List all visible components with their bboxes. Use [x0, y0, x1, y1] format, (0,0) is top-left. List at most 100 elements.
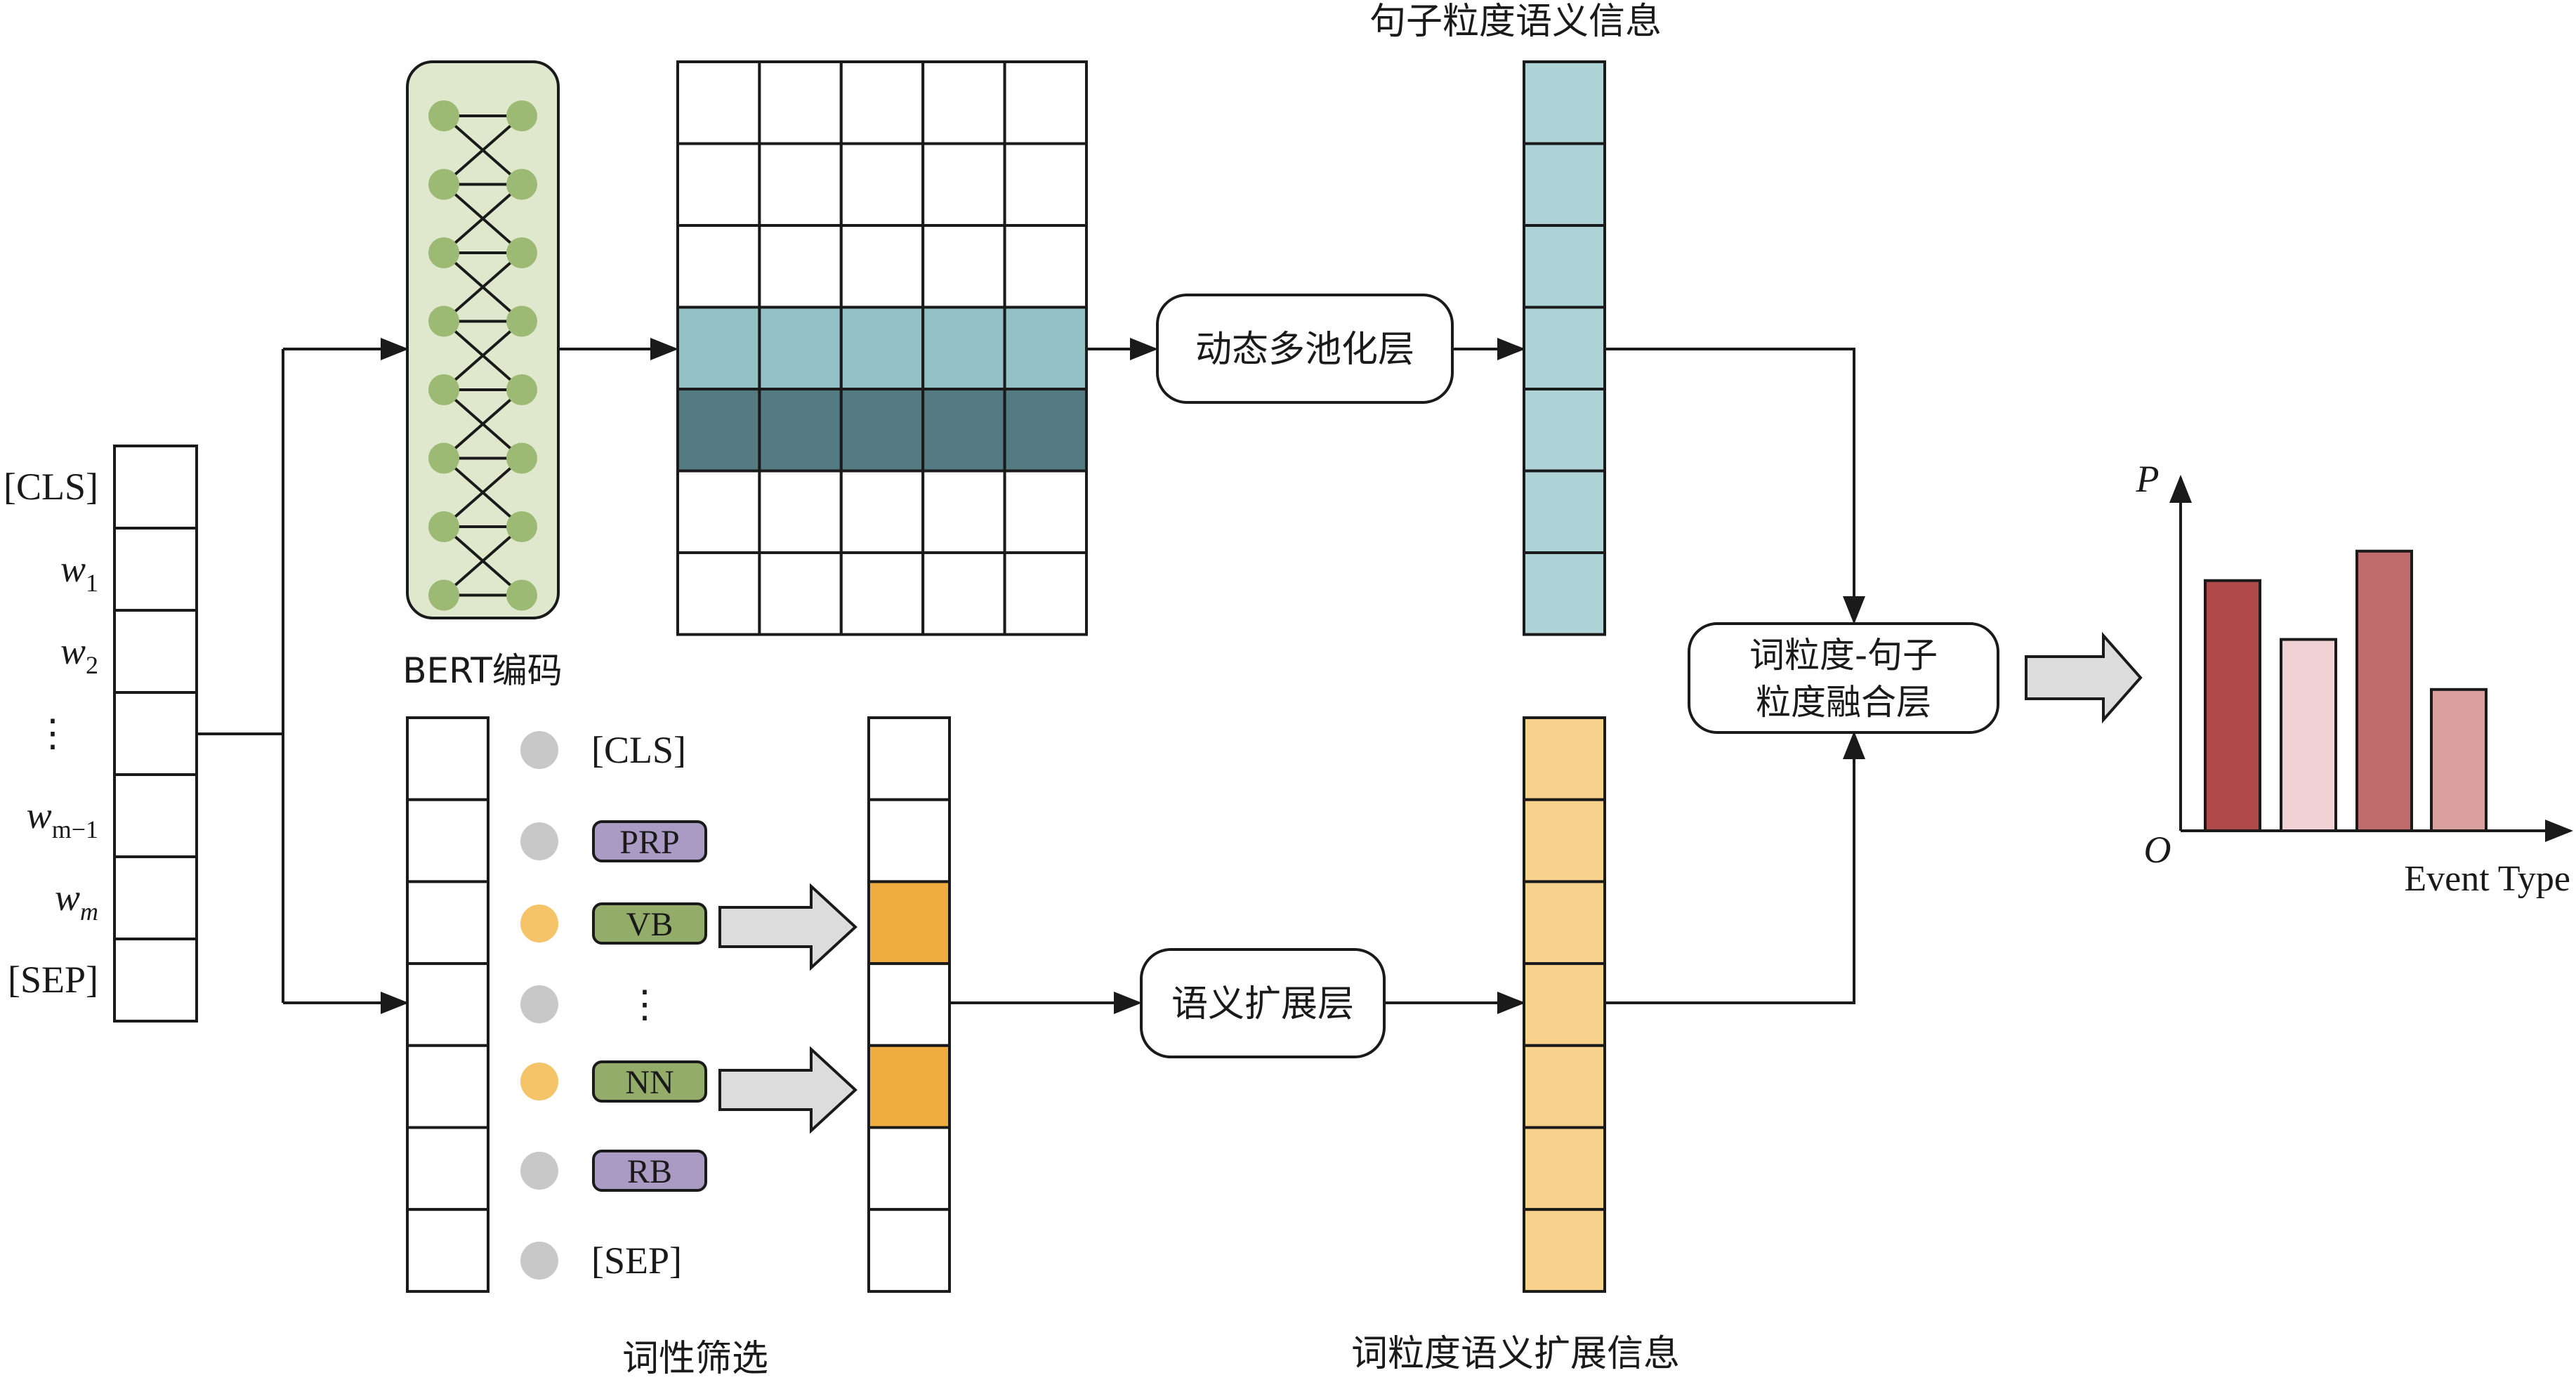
connector-input-split [197, 349, 284, 1003]
matrix-cell [1003, 388, 1088, 473]
sentence-vector-cell [1523, 469, 1606, 554]
bert-node [506, 374, 537, 405]
pos-tag-label: PRP [619, 824, 679, 861]
bert-attention-links [442, 114, 523, 597]
matrix-cell [1003, 469, 1088, 554]
chart-bar [2280, 638, 2337, 833]
matrix-cell [758, 305, 843, 390]
filtered-word-column [867, 716, 951, 1293]
bert-node [428, 100, 459, 131]
pos-tag-badge [592, 1150, 707, 1192]
matrix-cell [676, 60, 761, 145]
bert-node [506, 442, 537, 474]
fusion-layer-label-line1: 词粒度-句子 [1749, 635, 1938, 676]
filtered-word-cell [867, 962, 951, 1047]
chart-bar [2355, 549, 2413, 833]
input-token-label: w2 [60, 630, 98, 679]
encoding-matrix [676, 60, 1088, 636]
matrix-cell [758, 388, 843, 473]
matrix-cell [921, 142, 1006, 227]
arrow-word-to-fusion [1605, 731, 1865, 1004]
expansion-layer-label: 语义扩展层 [1171, 983, 1354, 1025]
matrix-cell [1003, 305, 1088, 390]
bert-node [428, 374, 459, 405]
bert-node [506, 579, 537, 611]
pooling-layer: 动态多池化层 [1156, 294, 1454, 404]
bert-label: BERT编码 [402, 650, 563, 691]
pos-indicator-dot [520, 1063, 558, 1100]
matrix-cell [758, 60, 843, 145]
input-token-label: [CLS] [4, 466, 98, 508]
bert-node [506, 237, 537, 268]
input-token-cell [113, 609, 198, 694]
pooling-layer-label: 动态多池化层 [1195, 329, 1414, 371]
input-token-cell [113, 445, 198, 530]
matrix-cell [921, 388, 1006, 473]
bert-node [428, 169, 459, 200]
pos-tag-label: [CLS] [591, 729, 686, 771]
bert-node [428, 511, 459, 542]
matrix-cell [758, 142, 843, 227]
word-semantic-vector [1523, 716, 1606, 1293]
pos-indicator-dot [520, 1242, 558, 1280]
filtered-word-cell [867, 798, 951, 883]
pos-tag-label: ⋮ [626, 983, 664, 1025]
matrix-cell [921, 551, 1006, 636]
word-info-title: 词粒度语义扩展信息 [1351, 1333, 1680, 1375]
pos-tag-label: [SEP] [591, 1240, 682, 1282]
matrix-cell [1003, 142, 1088, 227]
pos-token-cell [406, 798, 489, 883]
matrix-cell [839, 60, 925, 145]
bert-node [506, 511, 537, 542]
sentence-vector-cell [1523, 551, 1606, 636]
filtered-word-cell [867, 1126, 951, 1211]
input-token-cell [113, 691, 198, 776]
bert-node [506, 305, 537, 337]
input-token-label: wm [55, 876, 98, 926]
matrix-cell [839, 224, 925, 309]
matrix-cell [921, 224, 1006, 309]
sentence-vector-cell [1523, 388, 1606, 473]
fusion-layer-label-line2: 粒度融合层 [1756, 682, 1931, 723]
bert-node [506, 169, 537, 200]
input-token-cell [113, 773, 198, 858]
pos-tag-badge [592, 820, 707, 862]
pos-token-cell [406, 1044, 489, 1129]
input-token-cell [113, 527, 198, 612]
fusion-layer: 词粒度-句子 粒度融合层 [1688, 622, 1999, 734]
matrix-cell [921, 469, 1006, 554]
word-vector-cell [1523, 962, 1606, 1047]
sentence-semantic-vector [1523, 60, 1606, 636]
bert-node [428, 442, 459, 474]
filtered-word-cell [867, 716, 951, 801]
matrix-cell [676, 305, 761, 390]
matrix-cell [676, 469, 761, 554]
pos-token-cell [406, 716, 489, 801]
pos-filter-label: 词性筛选 [622, 1338, 768, 1380]
chart-origin-label: O [2144, 829, 2171, 871]
bert-node [428, 237, 459, 268]
chart-y-label: P [2136, 458, 2160, 500]
input-token-cell [113, 855, 198, 940]
matrix-cell [1003, 224, 1088, 309]
chart-x-label: Event Type [2404, 859, 2570, 899]
bert-node [428, 579, 459, 611]
fat-arrow-nn [718, 1046, 857, 1134]
word-vector-cell [1523, 1126, 1606, 1211]
sentence-vector-cell [1523, 305, 1606, 390]
matrix-cell [1003, 60, 1088, 145]
pos-token-cell [406, 1126, 489, 1211]
arrow-sentence-to-fusion [1605, 348, 1865, 624]
input-token-cell [113, 938, 198, 1023]
semantic-expansion-layer: 语义扩展层 [1140, 948, 1386, 1058]
pos-indicator-dot [520, 731, 558, 769]
input-token-label: [SEP] [8, 959, 98, 1001]
filtered-word-cell [867, 880, 951, 966]
pos-indicator-dot [520, 1152, 558, 1190]
pos-token-column [406, 716, 489, 1293]
sentence-vector-cell [1523, 60, 1606, 145]
pos-token-cell [406, 1208, 489, 1293]
pos-indicator-dot [520, 822, 558, 860]
matrix-cell [921, 60, 1006, 145]
